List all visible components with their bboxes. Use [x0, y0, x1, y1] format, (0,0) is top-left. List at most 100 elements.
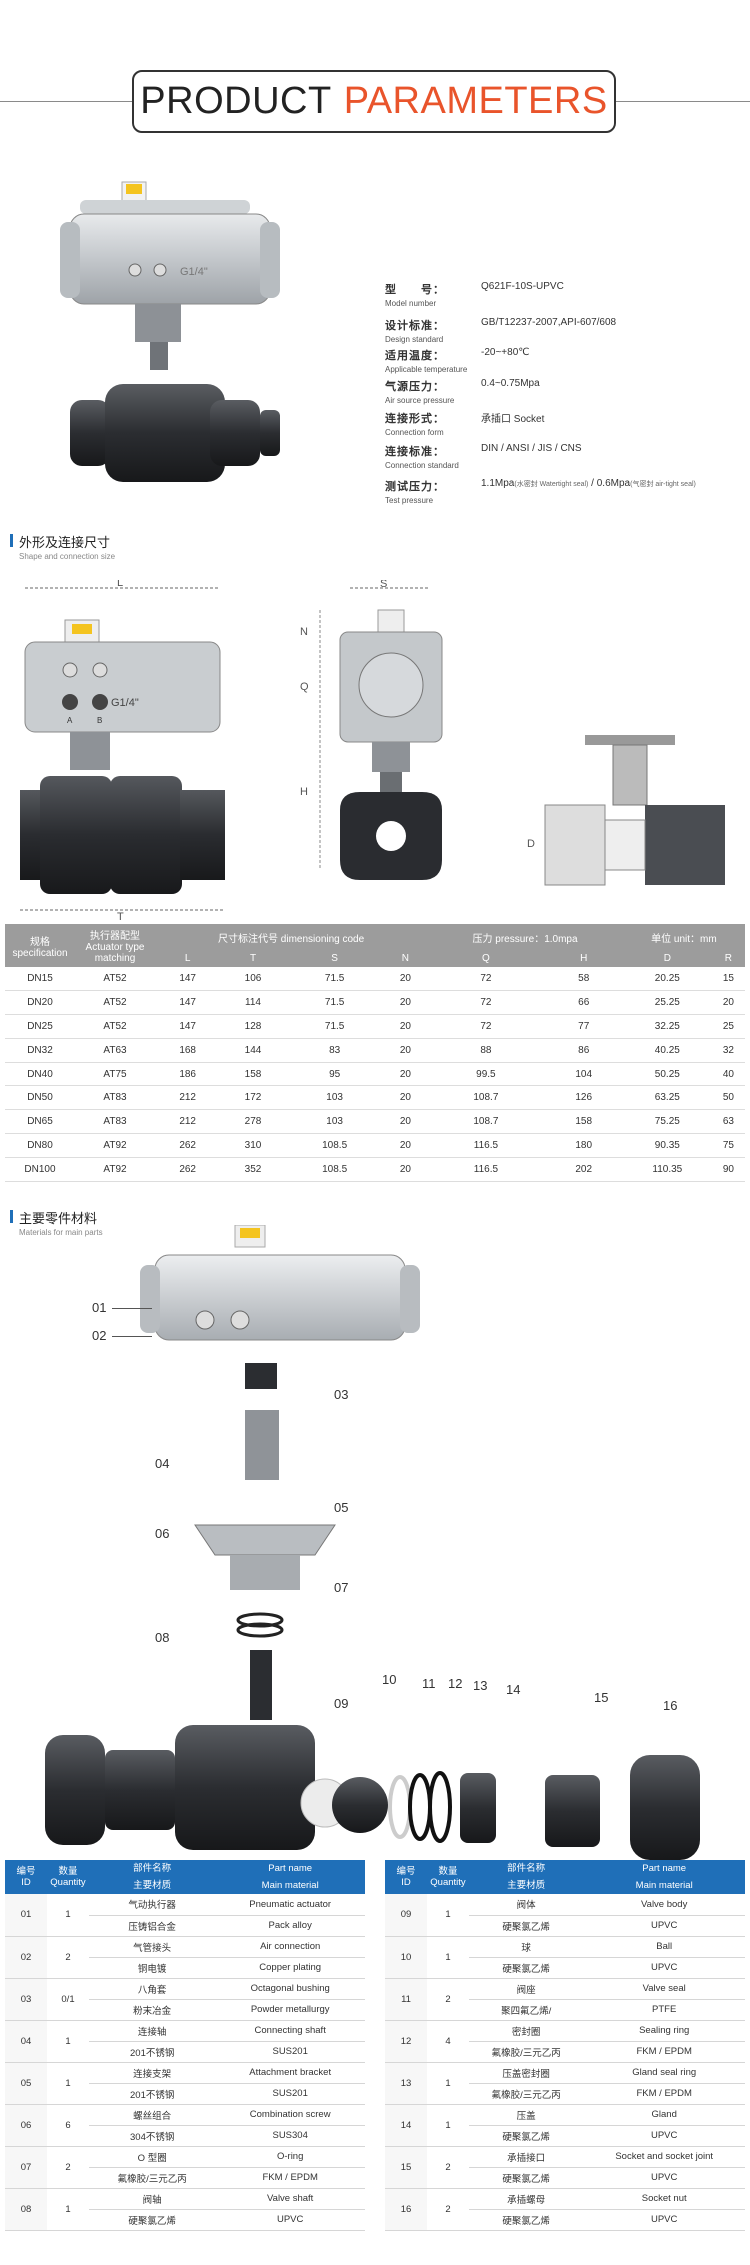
part-material-en: UPVC	[583, 2125, 745, 2147]
table-cell: 108.5	[285, 1133, 384, 1158]
table-cell: 262	[155, 1133, 221, 1158]
table-cell: 262	[155, 1157, 221, 1182]
table-cell: 20	[383, 1157, 428, 1182]
svg-text:G1/4": G1/4"	[180, 266, 208, 278]
part-material-en: FKM / EPDM	[583, 2083, 745, 2105]
spec-label-en: Connection form	[385, 428, 444, 437]
table-cell: 75	[711, 1133, 745, 1158]
col-name-en-head: Part name	[583, 1860, 745, 1877]
callout-02: 02	[92, 1328, 107, 1343]
table-cell: 110.35	[622, 1157, 712, 1182]
dim-label-D: D	[527, 838, 535, 850]
table-cell: 147	[155, 1014, 221, 1039]
part-name-en: Socket and socket joint	[583, 2146, 745, 2168]
part-material-cn: 硬聚氯乙烯	[469, 1915, 584, 1937]
table-cell: AT52	[75, 1014, 155, 1039]
spec-label-en: Model number	[385, 299, 437, 308]
table-cell: 20	[383, 1038, 428, 1063]
callout-05: 05	[334, 1500, 349, 1515]
part-material-cn: 粉末冶金	[89, 1999, 216, 2021]
spec-value: 承插口 Socket	[481, 414, 545, 425]
part-id: 05	[5, 2062, 47, 2105]
part-material-en: UPVC	[583, 1915, 745, 1937]
table-cell: 95	[285, 1062, 384, 1087]
col-head-S: S	[285, 950, 384, 967]
table-cell: 103	[285, 1085, 384, 1111]
table-cell: 40	[711, 1062, 745, 1087]
col-mat-en-head: Main material	[215, 1877, 365, 1894]
callout-13: 13	[473, 1678, 488, 1693]
spec-test-pressure: 测试压力： 1.1Mpa(水密封 Watertight seal) / 0.6M…	[385, 477, 745, 505]
section-shape-title: 外形及连接尺寸 Shape and connection size	[10, 532, 115, 561]
part-name-cn: 气动执行器	[89, 1894, 216, 1916]
part-id: 15	[385, 2146, 427, 2189]
part-qty: 1	[427, 2062, 469, 2105]
part-material-en: Pack alloy	[215, 1915, 365, 1937]
spec-air-pressure: 气源压力： 0.4~0.75Mpa Air source pressure	[385, 377, 745, 405]
section-title-cn: 主要零件材料	[19, 1211, 98, 1226]
table-cell: AT83	[75, 1085, 155, 1111]
col-head-H: H	[544, 950, 623, 967]
table-cell: 180	[544, 1133, 623, 1158]
spec-value: 1.1Mpa(水密封 Watertight seal) / 0.6Mpa(气密封…	[481, 478, 696, 489]
col-mat-cn-head: 主要材质	[469, 1877, 584, 1894]
col-pressure-head: 压力 pressure：1.0mpa	[427, 924, 623, 950]
callout-15: 15	[594, 1690, 609, 1705]
table-cell: 50	[711, 1085, 745, 1111]
table-cell: 99.5	[427, 1062, 545, 1087]
part-qty: 2	[427, 1978, 469, 2021]
callout-line-01	[112, 1308, 152, 1309]
table-cell: 20	[383, 967, 428, 992]
table-cell: 20.25	[622, 967, 712, 992]
part-name-en: Attachment bracket	[215, 2062, 365, 2084]
table-cell: 106	[220, 967, 286, 992]
table-cell: AT92	[75, 1133, 155, 1158]
table-cell: 126	[544, 1085, 623, 1111]
part-material-en: UPVC	[583, 2209, 745, 2231]
part-name-en: Sealing ring	[583, 2020, 745, 2042]
table-cell: 75.25	[622, 1109, 712, 1135]
product-photo: G1/4"	[60, 181, 280, 482]
part-name-cn: 八角套	[89, 1978, 216, 2000]
spec-value: DIN / ANSI / JIS / CNS	[481, 443, 582, 454]
table-cell: 50.25	[622, 1062, 712, 1087]
side-view-drawing: S N Q H	[300, 580, 443, 880]
part-id: 08	[5, 2188, 47, 2231]
part-qty: 2	[47, 1936, 89, 1979]
part-material-cn: 铜电镀	[89, 1957, 216, 1979]
part-id: 09	[385, 1894, 427, 1937]
part-id: 13	[385, 2062, 427, 2105]
part-name-en: Connecting shaft	[215, 2020, 365, 2042]
page-title: PRODUCT PARAMETERS	[132, 70, 616, 133]
table-cell: DN25	[5, 1014, 75, 1039]
table-cell: 310	[220, 1133, 286, 1158]
table-cell: DN15	[5, 967, 75, 992]
table-cell: DN65	[5, 1109, 75, 1135]
table-cell: DN20	[5, 990, 75, 1016]
exploded-view-drawing	[45, 1225, 700, 1860]
part-name-en: Gland	[583, 2104, 745, 2126]
part-material-cn: 氟橡胶/三元乙丙	[469, 2041, 584, 2063]
dim-label-Q: Q	[300, 681, 309, 693]
